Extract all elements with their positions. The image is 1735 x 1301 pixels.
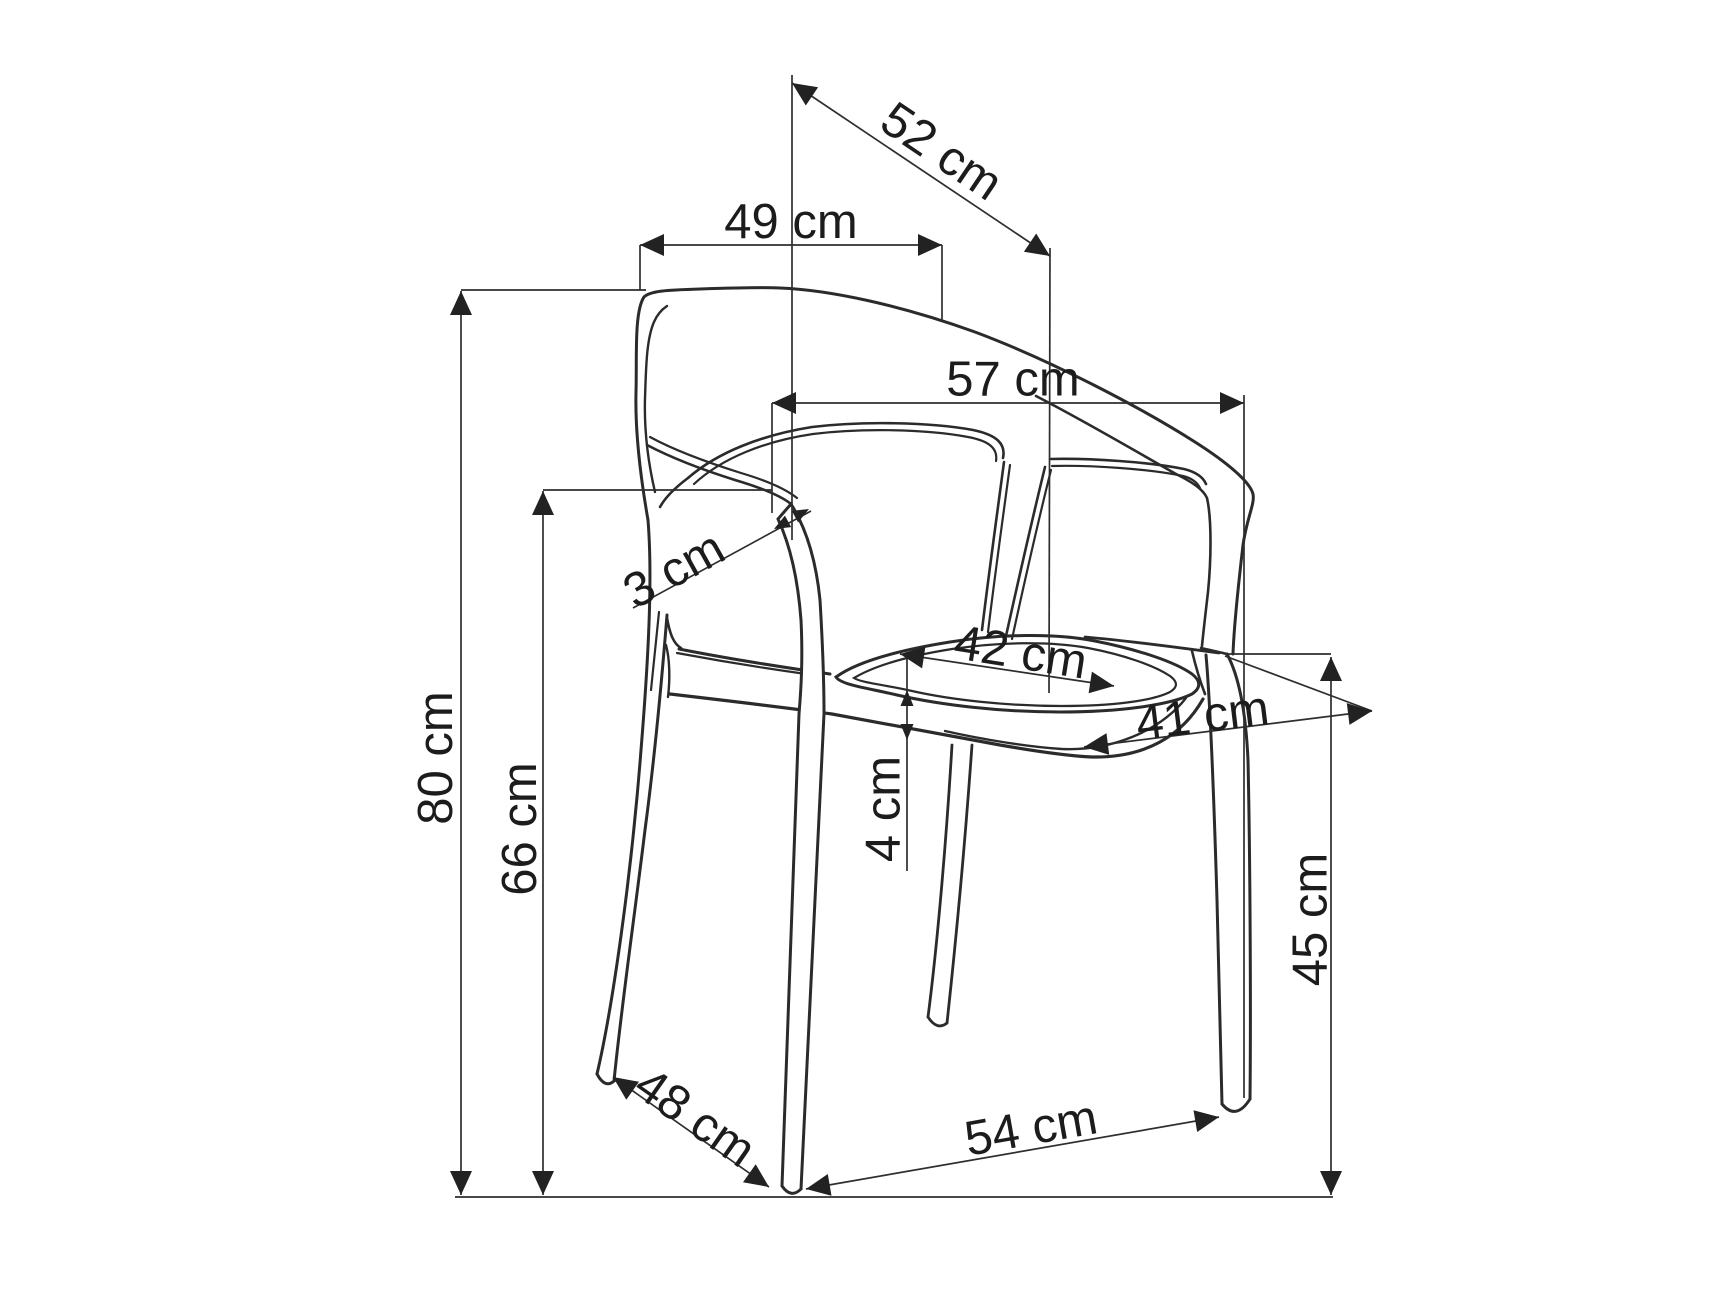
svg-text:66 cm: 66 cm (493, 762, 547, 895)
svg-text:4 cm: 4 cm (857, 756, 911, 862)
svg-text:57 cm: 57 cm (946, 353, 1079, 407)
svg-text:80 cm: 80 cm (409, 691, 463, 824)
svg-text:45 cm: 45 cm (1284, 853, 1338, 986)
svg-text:49 cm: 49 cm (724, 195, 857, 249)
